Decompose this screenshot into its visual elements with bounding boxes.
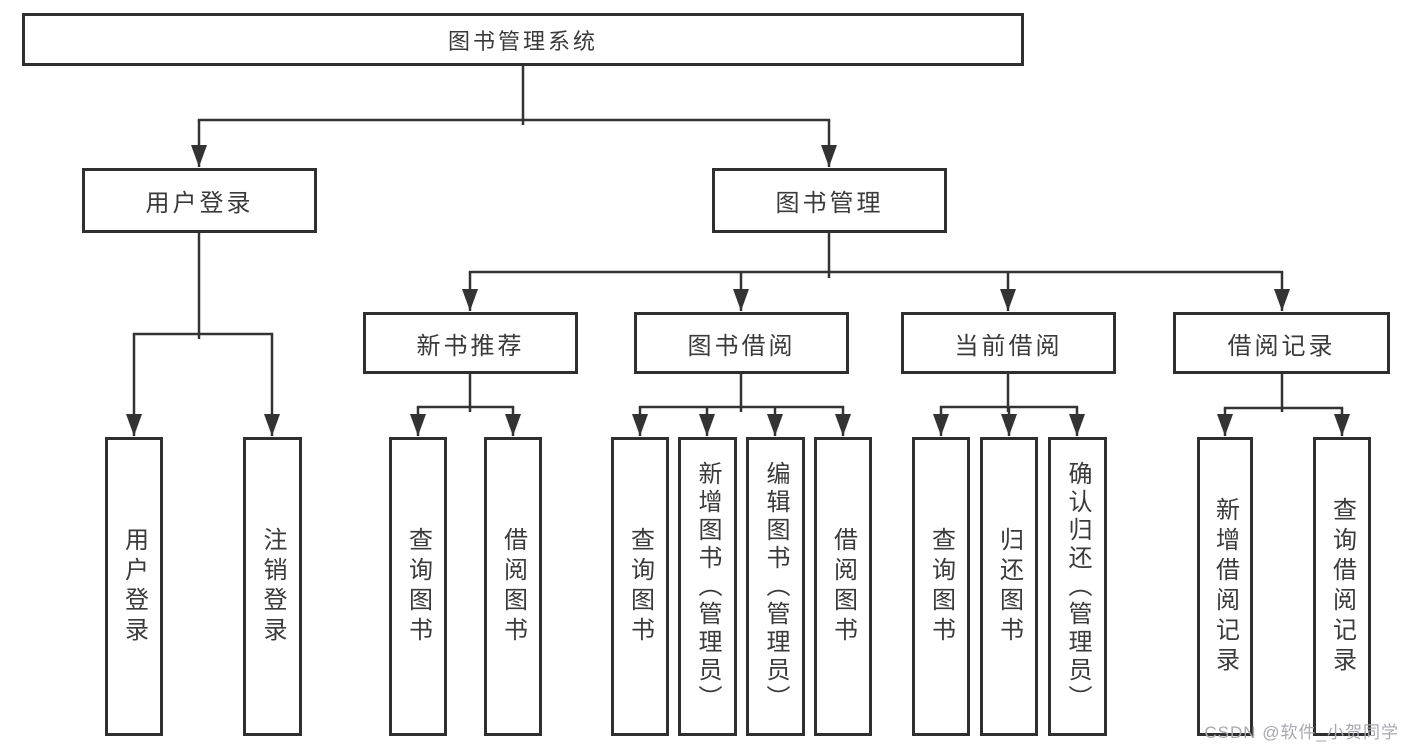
node-label: 确认归还（管理员）: [1064, 460, 1091, 713]
node-label: 查询借阅记录: [1328, 496, 1356, 677]
leaf-edit-books-admin: 编辑图书（管理员）: [746, 437, 805, 736]
leaf-borrow-books: 借阅图书: [484, 437, 542, 736]
leaf-query-borrowing-record: 查询借阅记录: [1313, 437, 1371, 736]
node-label: 注销登录: [259, 526, 286, 647]
node-user-login: 用户登录: [82, 168, 317, 233]
leaf-user-login: 用户登录: [105, 437, 163, 736]
csdn-watermark: CSDN @软件_小贺同学: [1204, 723, 1399, 742]
node-label: 查询图书: [404, 526, 432, 647]
leaf-logout: 注销登录: [243, 437, 302, 736]
leaf-confirm-return-admin: 确认归还（管理员）: [1048, 437, 1107, 736]
node-label: 当前借阅: [954, 332, 1063, 360]
node-book-management: 图书管理: [712, 168, 947, 233]
node-label: 用户登录: [145, 190, 254, 217]
leaf-query-books: 查询图书: [912, 437, 970, 736]
node-label: 新书推荐: [416, 332, 525, 360]
leaf-borrow-books: 借阅图书: [814, 437, 872, 736]
node-label: 新增图书（管理员）: [694, 460, 721, 713]
node-label: 图书管理系统: [447, 28, 598, 54]
node-new-book-recommendation: 新书推荐: [363, 312, 578, 374]
node-label: 查询图书: [927, 526, 955, 647]
node-current-borrowing: 当前借阅: [901, 312, 1116, 374]
node-library-management-system: 图书管理系统: [22, 13, 1024, 66]
node-label: 借阅图书: [499, 526, 527, 647]
node-borrowing-records: 借阅记录: [1173, 312, 1390, 374]
leaf-add-borrowing-record: 新增借阅记录: [1197, 437, 1253, 736]
leaf-add-books-admin: 新增图书（管理员）: [678, 437, 737, 736]
node-label: 新增借阅记录: [1211, 496, 1239, 677]
node-label: 用户登录: [120, 526, 148, 647]
node-label: 查询图书: [626, 526, 654, 647]
node-label: 借阅记录: [1227, 332, 1336, 360]
leaf-query-books: 查询图书: [389, 437, 447, 736]
node-label: 归还图书: [995, 526, 1023, 647]
node-label: 借阅图书: [829, 526, 857, 647]
node-label: 图书管理: [775, 190, 884, 217]
leaf-return-books: 归还图书: [980, 437, 1038, 736]
node-label: 编辑图书（管理员）: [762, 460, 789, 713]
node-book-borrowing: 图书借阅: [634, 312, 849, 374]
node-label: 图书借阅: [687, 332, 796, 360]
leaf-query-books: 查询图书: [611, 437, 669, 736]
